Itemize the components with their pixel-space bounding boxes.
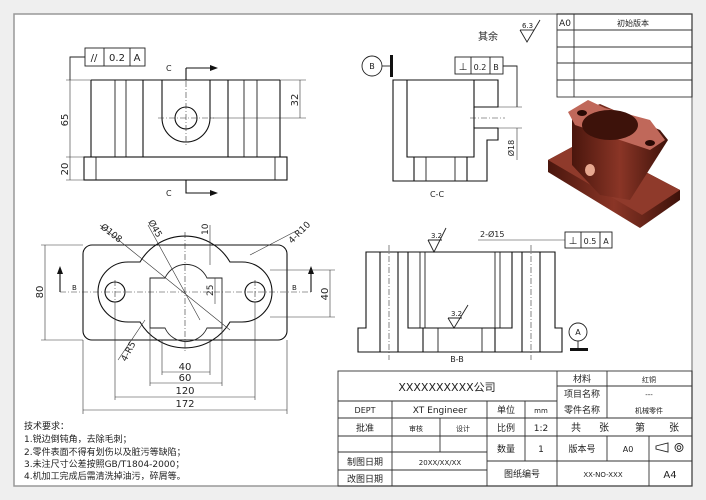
section-mark-b-right: B [292,284,297,292]
svg-text:改图日期: 改图日期 [347,473,383,485]
parallelism-tolerance-frame: // 0.2 A [69,47,146,80]
section-mark-b-left: B [72,284,77,292]
svg-text:⊥: ⊥ [569,236,578,247]
svg-text:XX-NO-XXX: XX-NO-XXX [583,471,622,479]
svg-text:B: B [369,62,375,71]
svg-text:材料: 材料 [573,373,591,385]
svg-text:技术要求：: 技术要求： [24,420,69,432]
svg-text:20XX/XX/XX: 20XX/XX/XX [419,459,462,467]
svg-text:版本号: 版本号 [568,443,595,455]
company-name: XXXXXXXXXX公司 [398,381,495,394]
svg-text:0.2: 0.2 [109,53,125,64]
svg-text:DEPT: DEPT [355,406,376,415]
svg-text:张: 张 [669,422,679,434]
dim-holes-15: 2-Ø15 [480,229,504,239]
svg-text:比例: 比例 [497,422,515,434]
svg-text:0.2: 0.2 [474,63,487,72]
svg-text:---: --- [645,391,653,399]
svg-text:1.锐边倒钝角，去除毛刺；: 1.锐边倒钝角，去除毛刺； [24,433,132,445]
svg-text:第: 第 [635,421,645,434]
svg-text:A4: A4 [663,470,676,481]
surface-roughness-default: 其余 6.3 [478,19,541,43]
drawing-frame [13,13,693,487]
svg-text:2.零件表面不得有划伤以及脏污等缺陷；: 2.零件表面不得有划伤以及脏污等缺陷； [24,446,186,458]
svg-text:初始版本: 初始版本 [617,18,649,28]
svg-text:6.3: 6.3 [522,22,533,30]
roughness-symbol-bottom: 3.2 [447,304,469,329]
svg-text:A0: A0 [559,19,571,29]
dim-h80: 80 [35,286,46,299]
section-mark-c-bottom: C [166,189,172,198]
section-label-bb: B-B [450,355,464,364]
dim-h40: 40 [320,288,331,301]
svg-text:设计: 设计 [456,424,470,433]
svg-text:3.未注尺寸公差按照GB/T1804-2000；: 3.未注尺寸公差按照GB/T1804-2000； [24,458,184,470]
dim-w172: 172 [175,399,194,410]
svg-text:A0: A0 [623,445,634,454]
dim-height-65: 65 [60,114,71,127]
svg-text:A: A [575,328,581,337]
svg-text:B: B [493,63,499,72]
first-angle-projection-icon [655,442,684,453]
svg-text:红铜: 红铜 [642,375,656,384]
revision-table: A0 初始版本 [556,13,693,98]
copper-part-3d-model [548,100,680,228]
section-b-b: 3.2 3.2 2-Ø15 ⊥ 0.5 A A B-B [357,227,613,364]
perpendicularity-tolerance-frame-b: ⊥ 0.2 B [454,56,518,107]
svg-text:张: 张 [599,422,609,434]
svg-text:批准: 批准 [356,422,374,434]
dim-d10: 10 [201,223,211,235]
dim-w40: 40 [179,362,192,373]
svg-text:图纸编号: 图纸编号 [504,468,540,480]
section-mark-c-top: C [166,64,172,73]
svg-text:共: 共 [571,422,581,434]
perpendicularity-tolerance-frame-a: ⊥ 0.5 A [564,231,613,249]
dim-w60: 60 [179,373,192,384]
svg-text:零件名称: 零件名称 [564,404,600,416]
svg-text:制图日期: 制图日期 [347,456,383,468]
svg-text:项目名称: 项目名称 [564,388,600,400]
title-block: XXXXXXXXXX公司 材料 红铜 项目名称 --- DEPT XT Engi… [337,370,693,487]
svg-text:3.2: 3.2 [431,232,442,240]
svg-text:其余: 其余 [478,30,498,43]
dim-hole-18: Ø18 [506,140,516,156]
svg-text:4.机加工完成后需清洗掉油污，碎屑等。: 4.机加工完成后需清洗掉油污，碎屑等。 [24,470,186,482]
svg-text:单位: 单位 [497,404,515,416]
svg-text:3.2: 3.2 [451,310,462,318]
svg-text:A: A [134,53,141,64]
svg-text:A: A [603,237,609,246]
svg-text:数量: 数量 [497,443,515,455]
svg-text:1:2: 1:2 [534,424,548,434]
dim-d25: 25 [206,285,216,296]
roughness-symbol-top: 3.2 [427,227,447,254]
section-c-c: B ⊥ 0.2 B Ø18 C-C [361,55,522,199]
section-label-cc: C-C [430,190,444,199]
svg-text:机械零件: 机械零件 [635,406,663,415]
dim-base-20: 20 [60,163,71,176]
svg-text://: // [91,53,98,64]
svg-text:⊥: ⊥ [459,62,468,73]
svg-text:审核: 审核 [409,424,423,433]
technical-requirements: 技术要求： 1.锐边倒钝角，去除毛刺； 2.零件表面不得有划伤以及脏污等缺陷； … [24,420,186,482]
front-view: 65 20 32 // 0.2 A C C [60,47,306,198]
svg-text:XT Engineer: XT Engineer [413,406,468,416]
dim-w120: 120 [175,386,194,397]
svg-text:1: 1 [538,445,544,455]
svg-text:0.5: 0.5 [584,237,597,246]
svg-text:mm: mm [534,407,548,415]
dim-hole-height-32: 32 [290,94,301,107]
